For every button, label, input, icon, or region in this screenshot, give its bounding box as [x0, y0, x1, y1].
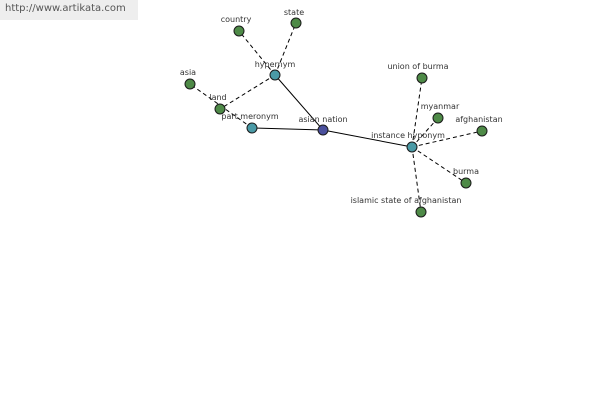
- node-instance-hyponym[interactable]: [406, 141, 418, 153]
- node-state[interactable]: [290, 17, 302, 29]
- edge-instance-hyponym-to-burma: [411, 146, 467, 184]
- label-instance-hyponym: instance hyponym: [371, 131, 445, 140]
- edge-instance-hyponym-to-union-of-burma: [411, 77, 423, 148]
- label-state: state: [284, 8, 304, 17]
- node-afghanistan[interactable]: [476, 125, 488, 137]
- edge-hypernym-to-country: [238, 30, 276, 76]
- node-asian-nation[interactable]: [317, 124, 329, 136]
- edge-instance-hyponym-to-islamic-state-of-afghanistan: [411, 146, 422, 213]
- label-afghanistan: afghanistan: [455, 115, 502, 124]
- node-islamic-state-of-afghanistan[interactable]: [415, 206, 427, 218]
- label-islamic-state-of-afghanistan: islamic state of afghanistan: [351, 196, 462, 205]
- edge-hypernym-to-land: [219, 74, 276, 110]
- graph-labels: asian nation hypernym part meronym instance…: [180, 8, 503, 205]
- label-hypernym: hypernym: [255, 60, 296, 69]
- watermark-url: http://www.artikata.com: [5, 3, 126, 14]
- node-part-meronym[interactable]: [246, 122, 258, 134]
- node-land[interactable]: [214, 103, 226, 115]
- edge-asian-nation-to-hypernym: [274, 74, 324, 131]
- node-myanmar[interactable]: [432, 112, 444, 124]
- node-country[interactable]: [233, 25, 245, 37]
- label-union-of-burma: union of burma: [387, 62, 448, 71]
- label-asian-nation: asian nation: [298, 115, 347, 124]
- node-burma[interactable]: [460, 177, 472, 189]
- label-country: country: [221, 15, 252, 24]
- watermark-banner: http://www.artikata.com: [0, 0, 138, 20]
- edge-hypernym-to-state: [274, 22, 297, 76]
- edge-asian-nation-to-part-meronym: [251, 127, 324, 131]
- edge-instance-hyponym-to-afghanistan: [411, 130, 483, 148]
- node-asia[interactable]: [184, 78, 196, 90]
- edge-asian-nation-to-instance-hyponym: [322, 129, 413, 148]
- label-part-meronym: part meronym: [221, 112, 278, 121]
- graph-nodes: [184, 17, 488, 218]
- label-land: land: [209, 93, 226, 102]
- node-union-of-burma[interactable]: [416, 72, 428, 84]
- graph-edges: [189, 22, 483, 213]
- node-hypernym[interactable]: [269, 69, 281, 81]
- label-myanmar: myanmar: [421, 102, 460, 111]
- label-burma: burma: [453, 167, 479, 176]
- label-asia: asia: [180, 68, 196, 77]
